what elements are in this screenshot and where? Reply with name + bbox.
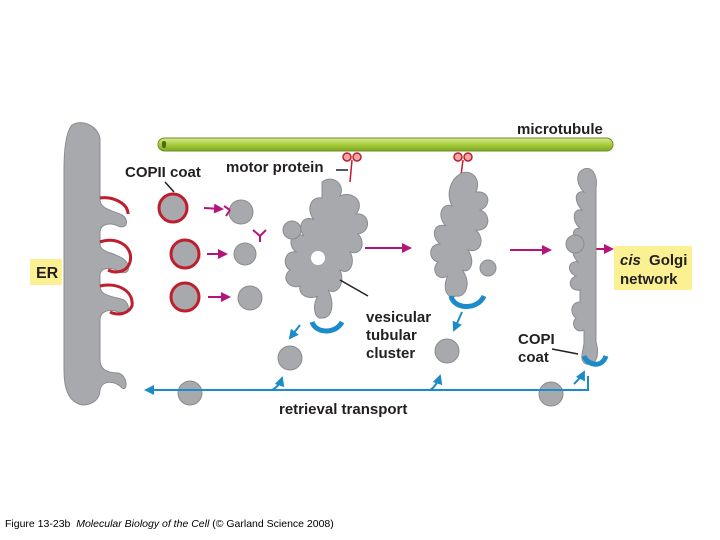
- motor-protein-label: motor protein: [226, 159, 324, 176]
- retrieval-arrows: [144, 311, 589, 395]
- cis-golgi-label-box: [614, 246, 692, 290]
- coat-label: coat: [518, 349, 549, 366]
- motor-protein-1: [342, 152, 362, 183]
- microtubule: [157, 137, 614, 152]
- uncoated-vesicles: [177, 199, 564, 407]
- retrieval-transport-label: retrieval transport: [279, 401, 407, 418]
- vesicular-label: vesicular: [366, 309, 431, 326]
- er-label: ER: [36, 265, 59, 282]
- vesicle: [434, 338, 460, 364]
- vesicle: [177, 380, 203, 406]
- copii-vesicles: [157, 192, 201, 313]
- vesicle: [233, 242, 257, 266]
- tubular-label: tubular: [366, 327, 417, 344]
- copi-label: COPI: [518, 331, 555, 348]
- caption-book: Molecular Biology of the Cell: [76, 518, 210, 530]
- copii-vesicle: [157, 192, 189, 224]
- network-label: network: [620, 271, 678, 288]
- er-label-box: [30, 259, 62, 285]
- copii-coat-label: COPII coat: [125, 164, 201, 181]
- motor-protein-2: [453, 152, 473, 176]
- cis-word: cis: [620, 252, 641, 269]
- copi-pointer-line: [551, 348, 579, 355]
- vesicle: [538, 381, 564, 407]
- microtubule-label: microtubule: [517, 121, 603, 138]
- cis-golgi-network: [565, 168, 609, 367]
- vesicle: [228, 199, 254, 225]
- vesicle: [277, 345, 303, 371]
- cargo-receptors: [223, 205, 267, 242]
- golgi-word: Golgi: [649, 252, 687, 269]
- copii-pointer-line: [164, 181, 175, 193]
- copii-vesicle: [169, 281, 201, 313]
- cluster-pointer-line: [339, 279, 369, 297]
- vesicle: [237, 285, 263, 311]
- caption-prefix: Figure 13-23b: [5, 518, 71, 530]
- cluster-label: cluster: [366, 345, 415, 362]
- anterograde-arrows: [203, 203, 614, 302]
- figure-caption: Figure 13-23b Molecular Biology of the C…: [5, 518, 334, 530]
- vesicular-tubular-cluster-1: [282, 178, 368, 334]
- caption-suffix: (© Garland Science 2008): [212, 518, 334, 530]
- arrow: [203, 203, 224, 214]
- vesicular-tubular-cluster-2: [430, 171, 497, 309]
- copii-vesicle: [169, 238, 201, 270]
- er-membrane: [63, 122, 134, 406]
- cis-golgi-label: cis Golgi: [620, 252, 687, 269]
